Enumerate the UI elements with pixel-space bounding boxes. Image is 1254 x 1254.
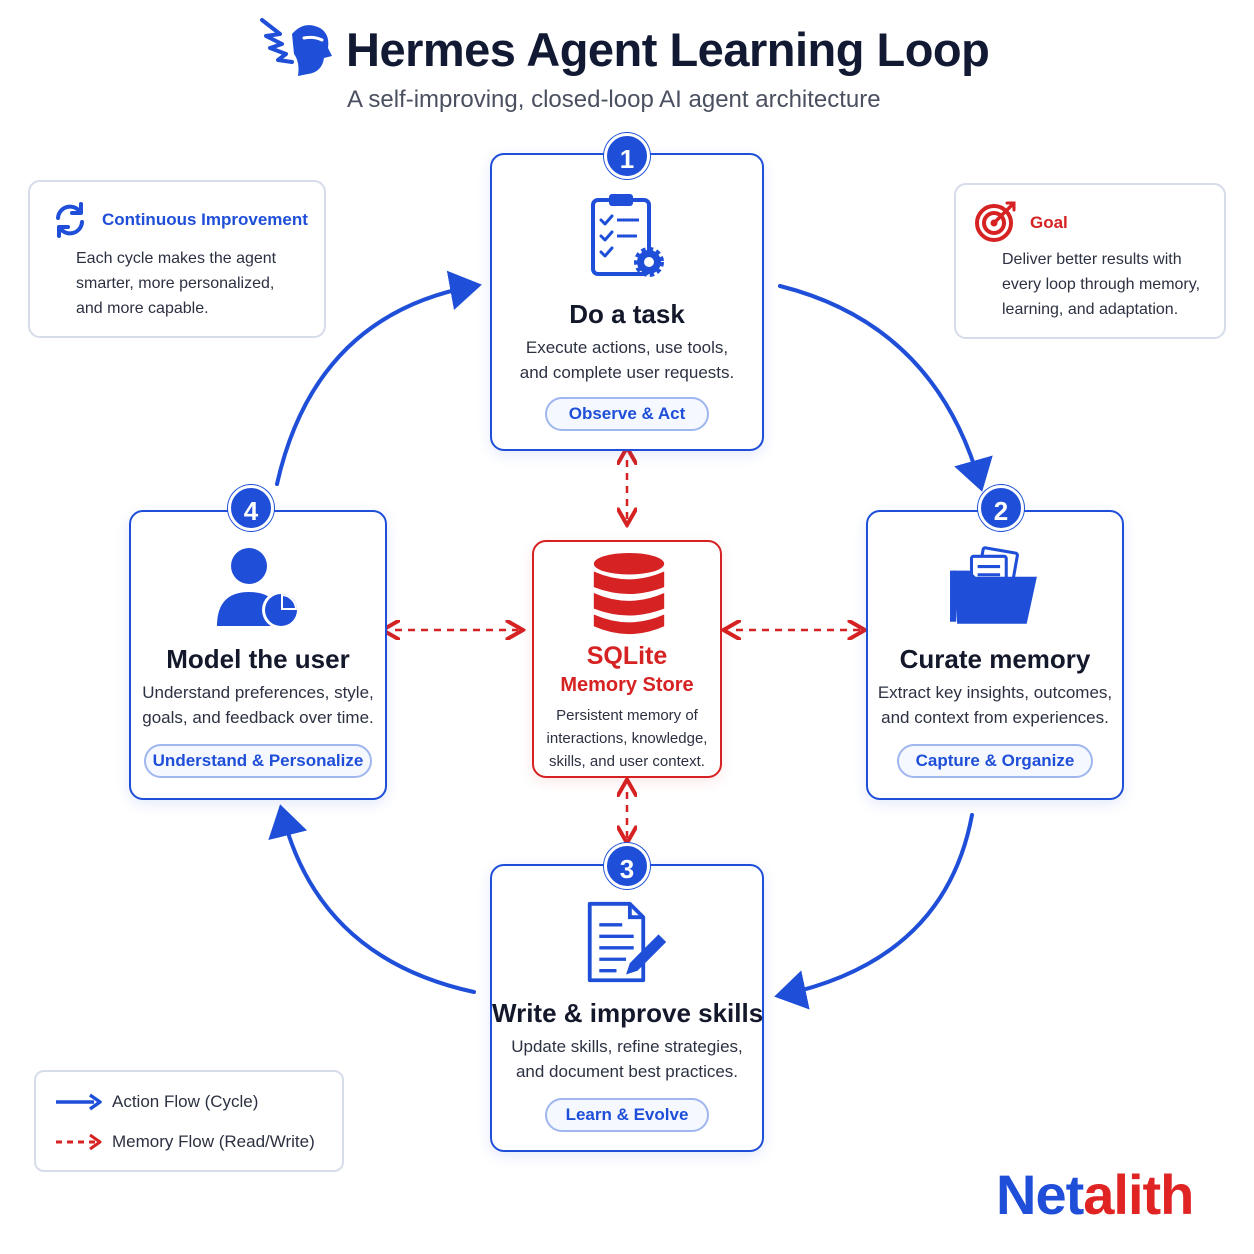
folder-documents-icon — [950, 546, 1037, 624]
step-2-desc-line-2: and context from experiences. — [881, 708, 1109, 727]
target-icon — [975, 201, 1016, 242]
user-chart-icon — [217, 548, 300, 629]
memory-store-subtitle: Memory Store — [560, 674, 694, 696]
continuous-improvement-line-2: smarter, more personalized, — [76, 275, 275, 292]
legend: Action Flow (Cycle) Memory Flow (Read/Wr… — [34, 1070, 344, 1172]
continuous-improvement-heading: Continuous Improvement — [102, 210, 308, 229]
arrow-step1-to-step2 — [778, 284, 993, 492]
arrow-step4-to-step1 — [275, 270, 482, 486]
step-4-badge: 4 — [228, 485, 274, 531]
clipboard-checklist-gear-icon — [591, 194, 664, 277]
step-card-do-a-task: Do a task Execute actions, use tools, an… — [490, 153, 764, 451]
database-icon — [593, 552, 665, 635]
page-title: Hermes Agent Learning Loop — [346, 23, 990, 76]
memory-store-desc-line-1: Persistent memory of — [556, 707, 698, 724]
brand-part-2: alith — [1083, 1163, 1194, 1226]
legend-memory-flow: Memory Flow (Read/Write) — [54, 1130, 334, 1154]
legend-memory-flow-label: Memory Flow (Read/Write) — [112, 1132, 315, 1151]
step-3-desc-line-1: Update skills, refine strategies, — [511, 1037, 743, 1056]
step-2-desc-line-1: Extract key insights, outcomes, — [877, 683, 1113, 702]
step-2-tag: Capture & Organize — [897, 744, 1093, 778]
step-4-tag: Understand & Personalize — [144, 744, 372, 778]
step-1-tag: Observe & Act — [545, 397, 709, 431]
step-3-title: Write & improve skills — [492, 998, 764, 1028]
legend-action-flow-label: Action Flow (Cycle) — [112, 1092, 259, 1111]
step-1-desc-line-2: and complete user requests. — [519, 363, 735, 382]
step-card-model-the-user: Model the user Understand preferences, s… — [129, 510, 387, 800]
arrow-step2-to-step3 — [774, 813, 974, 1010]
netalith-brand-logo: Netalith — [996, 1162, 1194, 1227]
step-2-title: Curate memory — [899, 644, 1091, 674]
step-card-write-improve-skills: Write & improve skills Update skills, re… — [490, 864, 764, 1152]
step-4-desc-line-1: Understand preferences, style, — [142, 683, 374, 702]
step-4-title: Model the user — [166, 644, 350, 674]
continuous-improvement-box: Continuous Improvement Each cycle makes … — [28, 180, 326, 338]
continuous-improvement-line-3: and more capable. — [76, 300, 209, 317]
arrow-step3-to-step4 — [268, 804, 476, 994]
goal-heading: Goal — [1030, 213, 1068, 232]
step-3-desc-line-2: and document best practices. — [515, 1062, 739, 1081]
memory-store-title: SQLite — [586, 642, 668, 670]
solid-blue-arrow-icon — [56, 1093, 102, 1111]
continuous-improvement-line-1: Each cycle makes the agent — [76, 250, 277, 267]
hermes-winged-helmet-icon — [260, 18, 332, 76]
goal-line-3: learning, and adaptation. — [1002, 301, 1179, 318]
step-2-badge: 2 — [978, 485, 1024, 531]
step-card-curate-memory: Curate memory Extract key insights, outc… — [866, 510, 1124, 800]
document-pencil-icon — [587, 901, 667, 983]
goal-box: Goal Deliver better results with every l… — [954, 183, 1226, 339]
step-3-badge: 3 — [604, 843, 650, 889]
legend-action-flow: Action Flow (Cycle) — [54, 1090, 334, 1114]
dashed-red-arrow-icon — [56, 1133, 102, 1151]
step-1-badge: 1 — [604, 133, 650, 179]
step-1-title: Do a task — [569, 299, 685, 329]
memory-store-desc-line-3: skills, and user context. — [549, 753, 705, 770]
step-1-desc-line-1: Execute actions, use tools, — [525, 338, 729, 357]
goal-line-2: every loop through memory, — [1002, 276, 1201, 293]
step-4-desc-line-2: goals, and feedback over time. — [142, 708, 374, 727]
goal-line-1: Deliver better results with — [1002, 251, 1182, 268]
sqlite-memory-store-box: SQLite Memory Store Persistent memory of… — [532, 540, 722, 778]
page-subtitle: A self-improving, closed-loop AI agent a… — [347, 86, 881, 113]
refresh-icon — [56, 202, 84, 238]
memory-store-desc-line-2: interactions, knowledge, — [546, 730, 708, 747]
brand-part-1: Net — [996, 1163, 1084, 1226]
step-3-tag: Learn & Evolve — [545, 1098, 709, 1132]
